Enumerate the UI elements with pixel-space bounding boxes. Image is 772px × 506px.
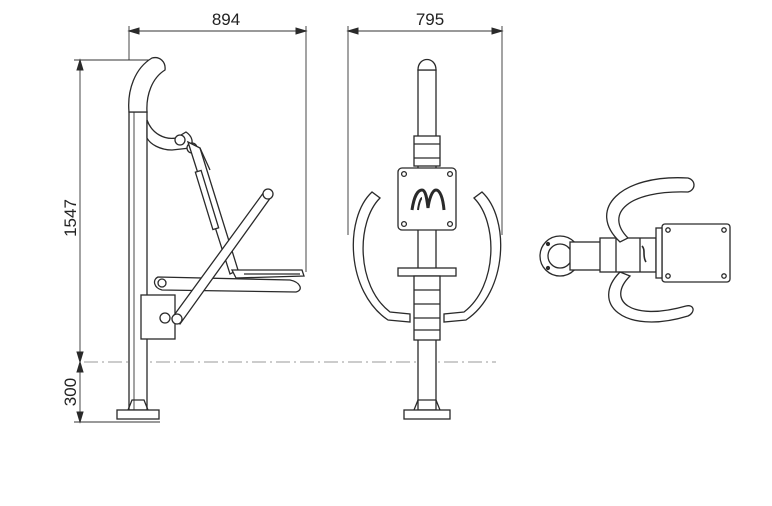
height-label: 1547	[61, 199, 80, 237]
foundation-label: 300	[61, 378, 80, 406]
dimension-side-width: 894	[127, 10, 308, 272]
dimension-foundation: 300	[61, 360, 160, 424]
side-width-label: 894	[212, 10, 240, 29]
top-view	[539, 177, 731, 323]
front-width-label: 795	[416, 10, 444, 29]
front-view	[352, 58, 502, 420]
side-view	[116, 56, 305, 420]
brand-logo-icon	[410, 188, 446, 211]
dimension-height: 1547	[61, 58, 160, 364]
dimension-front-width: 795	[346, 10, 504, 235]
